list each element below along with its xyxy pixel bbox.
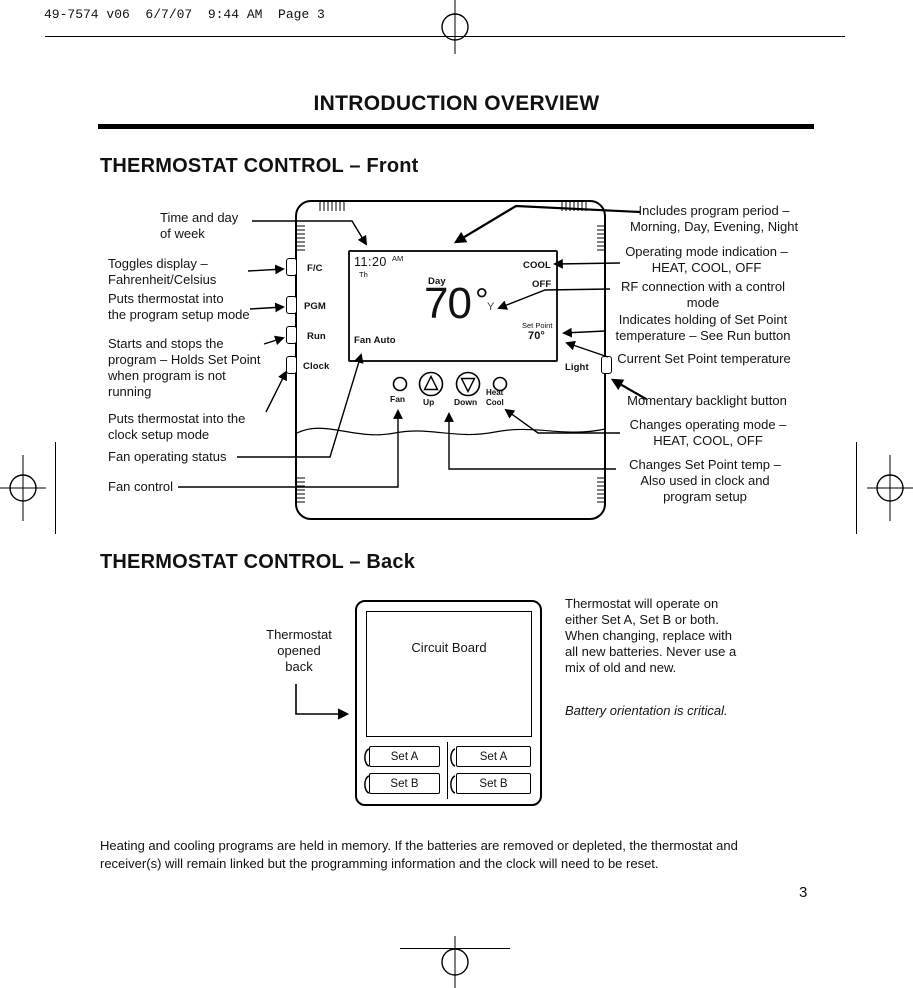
label-fan-status: Fan operating status [108,449,227,464]
battery-slot: Set B [369,773,440,794]
circuit-board-label: Circuit Board [411,640,487,655]
label-program-period: Includes program period – Morning, Day, … [629,203,799,235]
label-change-setpoint: Changes Set Point temp – Also used in cl… [629,457,781,505]
battery-slot-label: Set B [479,777,508,790]
label-hold-setpoint: Indicates holding of Set Point temperatu… [615,312,791,344]
label-current-setpoint: Current Set Point temperature [617,351,791,366]
battery-slot: Set A [369,746,440,767]
display-meridiem: AM [392,254,404,263]
label-thermostat-opened-back: Thermostat opened back [266,627,332,675]
pgm-button [286,296,297,314]
footer-note: Heating and cooling programs are held in… [100,838,738,872]
rf-icon: Y [487,301,495,313]
clock-button-label: Clock [303,361,330,372]
clock-button [286,356,297,374]
front-section-heading: THERMOSTAT CONTROL – Front [100,155,419,177]
battery-slot-label: Set A [479,750,508,763]
display-weekday: Th [359,270,368,279]
label-backlight-button: Momentary backlight button [627,393,787,408]
fc-button [286,258,297,276]
battery-note: Thermostat will operate on either Set A,… [565,596,737,676]
print-header: 49-7574 v06 6/7/07 9:44 AM Page 3 [44,7,325,22]
light-button-label: Light [565,362,589,373]
label-time-day: Time and day of week [160,210,239,242]
battery-slot-label: Set B [390,777,419,790]
display-period: Day [428,276,446,287]
label-run-program: Starts and stops the program – Holds Set… [108,336,261,400]
heatcool-button-label: Heat Cool [486,388,504,407]
fc-button-label: F/C [307,263,323,274]
back-section-heading: THERMOSTAT CONTROL – Back [100,551,416,573]
page-number: 3 [799,884,808,901]
label-program-setup: Puts thermostat into the program setup m… [108,291,250,323]
back-arrow [295,684,350,720]
label-fan-control: Fan control [108,479,174,494]
label-rf-connection: RF connection with a control mode [620,279,786,311]
label-change-mode: Changes operating mode – HEAT, COOL, OFF [629,417,787,449]
display-temperature: 70 [424,279,472,328]
display-setpoint-value: 70° [528,330,545,342]
label-mode-indication: Operating mode indication – HEAT, COOL, … [625,244,788,276]
display-mode-cool: COOL [523,260,551,271]
circuit-board [366,611,532,737]
run-button [286,326,297,344]
down-button-label: Down [454,397,478,407]
display-setpoint-label: Set Point [522,321,553,330]
battery-note-emphasis: Battery orientation is critical. [565,703,728,718]
display-degree: ° [475,282,489,320]
display-fan-status: Fan Auto [354,335,396,346]
display-mode-off: OFF [532,279,552,290]
up-button-label: Up [423,397,435,407]
pgm-button-label: PGM [304,301,326,312]
battery-slot-label: Set A [390,750,419,763]
run-button-label: Run [307,331,326,342]
battery-slot: Set A [456,746,531,767]
page-title: INTRODUCTION OVERVIEW [313,92,600,115]
label-fc-toggle: Toggles display – Fahrenheit/Celsius [108,256,217,288]
title-rule [98,124,814,129]
fan-button-label: Fan [390,394,406,404]
label-clock-setup: Puts thermostat into the clock setup mod… [108,411,246,443]
display-time: 11:20 [354,255,387,269]
battery-slot: Set B [456,773,531,794]
